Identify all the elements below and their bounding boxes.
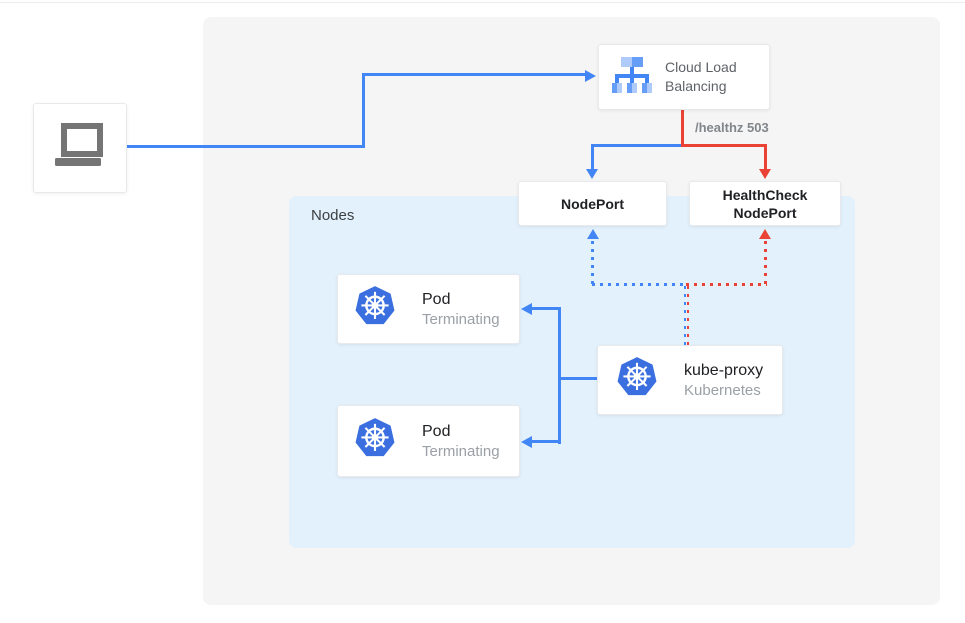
pod1-status: Terminating [422,310,500,328]
top-divider [0,2,965,3]
kubernetes-icon [352,284,398,335]
to-pod2-line [531,440,561,443]
kube-proxy-title: kube-proxy [684,361,764,379]
pod-card-1: Pod Terminating [337,274,520,344]
laptop-icon [51,121,109,176]
pods-branch-line-v [558,308,561,444]
nodes-group-label: Nodes [311,207,355,224]
to-pod2-arrowhead [521,436,532,448]
dotted-junction-h-blue [592,283,686,286]
kubernetes-icon [352,416,398,467]
client-to-lb-line-h2 [362,73,585,76]
nodeport-card: NodePort [518,181,667,226]
kubernetes-icon [614,355,660,406]
lb-to-healthcheck-line [764,144,767,170]
lb-split-line-red [681,144,767,147]
healthz-503-label: /healthz 503 [695,120,769,135]
pod-card-2: Pod Terminating [337,405,520,477]
kubeproxy-to-nodeport-dotted-v [591,241,594,286]
lb-to-nodeport-arrowhead [586,169,598,179]
healthcheck-label-line1: HealthCheck [722,186,808,203]
load-balancer-icon [612,56,652,99]
pod2-status: Terminating [422,442,500,460]
nodeport-label: NodePort [561,195,624,212]
kubeproxy-to-healthcheck-arrowhead [759,229,771,239]
client-device-card [33,103,127,193]
client-to-lb-line-v [362,73,365,148]
kubeproxy-stem-dotted-blue [684,286,686,345]
pod2-title: Pod [422,422,451,440]
kubeproxy-to-nodeport-arrowhead [587,229,599,239]
client-to-lb-line-h1 [127,145,363,148]
kube-proxy-subtitle: Kubernetes [684,381,761,399]
dotted-junction-h-red [686,283,767,286]
kube-proxy-card: kube-proxy Kubernetes [597,345,783,415]
load-balancer-card: Cloud Load Balancing [598,44,770,110]
kubeproxy-stem-dotted-red [687,286,689,345]
kubeproxy-out-line [558,377,597,380]
to-pod1-line [531,307,561,310]
healthcheck-nodeport-card: HealthCheck NodePort [689,181,841,226]
client-to-lb-arrowhead [585,70,596,82]
pod1-title: Pod [422,290,451,308]
load-balancer-label: Cloud Load Balancing [665,59,737,94]
lb-split-line-blue [591,144,683,147]
lb-to-nodeport-line [591,144,594,170]
healthcheck-label-line2: NodePort [733,204,797,221]
lb-down-line-red [681,110,684,147]
lb-to-healthcheck-arrowhead [759,169,771,179]
kubeproxy-to-healthcheck-dotted-v [764,241,767,286]
to-pod1-arrowhead [521,303,532,315]
